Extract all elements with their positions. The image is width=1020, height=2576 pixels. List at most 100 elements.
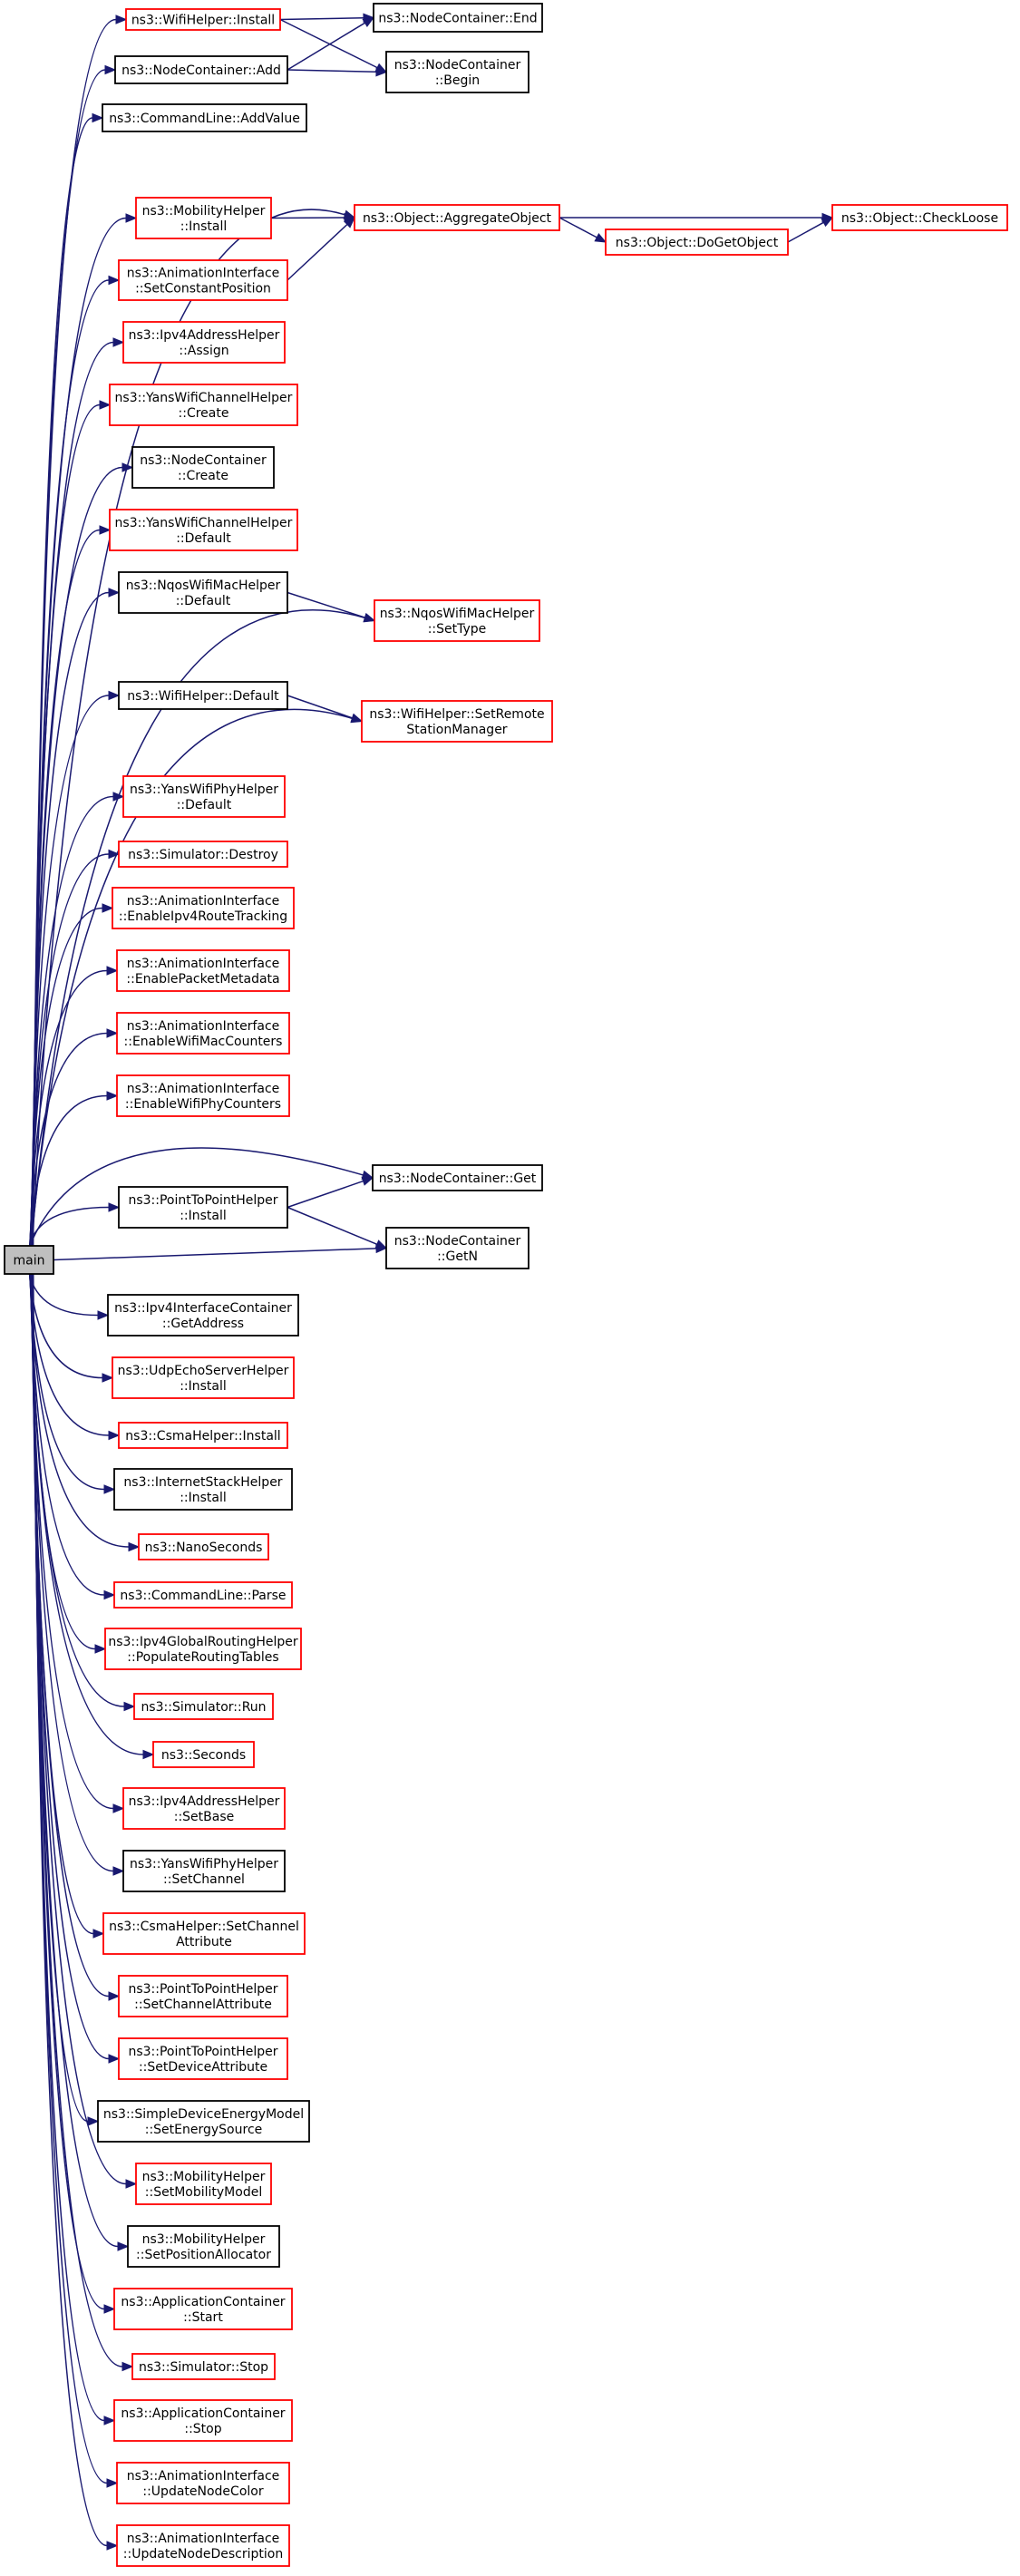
node-label-line: ::EnableWifiPhyCounters [125,1097,281,1112]
edge-main-to-nqos-settype [30,609,365,1248]
node-label-line: ns3::Ipv4AddressHelper [129,328,280,343]
edge-main-to-cl-addvalue [32,117,93,1248]
edge-main-to-mob-install-arrowhead [125,213,138,223]
node-nc-end[interactable]: ns3::NodeContainer::End [373,3,543,33]
node-box [122,775,286,818]
node-box [122,1850,286,1892]
edges-layer [28,13,834,2551]
node-app-start[interactable]: ns3::ApplicationContainer::Start [113,2288,293,2330]
node-yans-phy-default[interactable]: ns3::YansWifiPhyHelper::Default [122,775,286,818]
node-nqos-settype[interactable]: ns3::NqosWifiMacHelper::SetType [374,599,540,642]
node-label-line: ns3::CsmaHelper::SetChannel [109,1920,299,1934]
node-app-stop[interactable]: ns3::ApplicationContainer::Stop [113,2399,293,2442]
node-cl-addvalue[interactable]: ns3::CommandLine::AddValue [102,103,307,132]
node-nqos-default[interactable]: ns3::NqosWifiMacHelper::Default [118,571,288,614]
node-nanoseconds[interactable]: ns3::NanoSeconds [138,1533,269,1560]
node-label-line: ns3::ApplicationContainer [121,2295,285,2309]
node-dogetobject[interactable]: ns3::Object::DoGetObject [605,228,789,256]
node-udpecho-install[interactable]: ns3::UdpEchoServerHelper::Install [112,1356,295,1399]
node-label-line: ns3::NodeContainer::Get [379,1171,537,1186]
node-anim-packetmeta[interactable]: ns3::AnimationInterface::EnablePacketMet… [116,949,290,992]
node-nc-add[interactable]: ns3::NodeContainer::Add [114,55,288,84]
edge-main-to-wifi-install [32,18,117,1248]
node-box [97,2100,310,2143]
node-seconds[interactable]: ns3::Seconds [152,1741,255,1768]
node-label-line: Attribute [176,1935,232,1949]
node-nc-getn[interactable]: ns3::NodeContainer::GetN [385,1227,529,1269]
node-wifi-install[interactable]: ns3::WifiHelper::Install [125,8,281,31]
node-anim-updcolor[interactable]: ns3::AnimationInterface::UpdateNodeColor [116,2462,290,2504]
node-label-line: ns3::MobilityHelper [142,2232,266,2247]
edge-nc-add-to-nc-end [287,22,365,71]
node-box [374,599,540,642]
edge-dogetobject-to-checkloose [787,221,824,243]
node-label-line: ::SetPositionAllocator [136,2248,271,2262]
node-yans-phy-setch[interactable]: ns3::YansWifiPhyHelper::SetChannel [122,1850,286,1892]
node-anim-wifiphy[interactable]: ns3::AnimationInterface::EnableWifiPhyCo… [116,1074,290,1117]
node-label-line: ns3::CommandLine::AddValue [109,112,300,126]
node-mob-setpos[interactable]: ns3::MobilityHelper::SetPositionAllocato… [127,2225,280,2268]
node-ipv4-setbase[interactable]: ns3::Ipv4AddressHelper::SetBase [122,1787,286,1830]
node-label-line: ::Create [178,469,228,483]
edge-main-to-yans-ch-create-arrowhead [99,400,112,410]
node-energy-setsrc[interactable]: ns3::SimpleDeviceEnergyModel::SetEnergyS… [97,2100,310,2143]
node-label-line: ::PopulateRoutingTables [127,1650,278,1665]
node-sim-stop[interactable]: ns3::Simulator::Stop [131,2353,276,2380]
node-p2p-setchattr[interactable]: ns3::PointToPointHelper::SetChannelAttri… [118,1975,288,2017]
node-box [112,1356,295,1399]
node-aggregate[interactable]: ns3::Object::AggregateObject [354,204,560,231]
node-sim-run[interactable]: ns3::Simulator::Run [133,1693,274,1720]
node-anim-upddesc[interactable]: ns3::AnimationInterface::UpdateNodeDescr… [116,2524,290,2567]
node-anim-ipv4route[interactable]: ns3::AnimationInterface::EnableIpv4Route… [112,887,295,929]
node-box [114,55,288,84]
node-box [133,1693,274,1720]
node-label-line: ::Stop [184,2422,221,2436]
node-yans-ch-create[interactable]: ns3::YansWifiChannelHelper::Create [109,384,298,426]
edge-wifi-default-to-wifi-setremote [287,695,353,719]
node-box [116,949,290,992]
edge-aggregate-to-dogetobject-arrowhead [594,232,607,243]
node-ipv4if-getaddr[interactable]: ns3::Ipv4InterfaceContainer::GetAddress [107,1294,299,1337]
edge-main-to-anim-wifiphy-arrowhead [106,1091,119,1101]
node-label-line: ns3::CsmaHelper::Install [125,1429,280,1444]
node-box [109,509,298,551]
node-box [116,1074,290,1117]
node-box [113,1468,293,1511]
node-p2p-setdevattr[interactable]: ns3::PointToPointHelper::SetDeviceAttrib… [118,2037,288,2080]
node-box [118,259,288,301]
edge-main-to-wifi-default [30,695,110,1248]
node-main[interactable]: main [4,1245,54,1275]
edge-main-to-yans-phy-default-arrowhead [112,792,125,802]
node-box [113,2399,293,2442]
node-checkloose[interactable]: ns3::Object::CheckLoose [831,204,1008,231]
node-csma-setchattr[interactable]: ns3::CsmaHelper::SetChannelAttribute [102,1912,306,1955]
node-p2p-install[interactable]: ns3::PointToPointHelper::Install [118,1186,288,1229]
node-label-line: ns3::NodeContainer::End [378,12,537,26]
node-nc-create[interactable]: ns3::NodeContainer::Create [131,446,275,489]
node-sim-destroy[interactable]: ns3::Simulator::Destroy [118,841,288,868]
node-label-line: ns3::NodeContainer [394,58,521,73]
node-csma-install[interactable]: ns3::CsmaHelper::Install [118,1422,288,1449]
edge-main-to-sim-destroy-arrowhead [108,849,121,860]
node-mob-setmodel[interactable]: ns3::MobilityHelper::SetMobilityModel [135,2163,272,2205]
node-anim-setconst[interactable]: ns3::AnimationInterface::SetConstantPosi… [118,259,288,301]
edge-main-to-app-stop [32,1272,105,2422]
node-label-line: ::Assign [179,344,228,358]
node-wifi-default[interactable]: ns3::WifiHelper::Default [118,681,288,710]
edge-main-to-app-stop-arrowhead [103,2416,116,2425]
node-ipv4-assign[interactable]: ns3::Ipv4AddressHelper::Assign [122,321,286,364]
node-box [4,1245,54,1275]
node-inet-install[interactable]: ns3::InternetStackHelper::Install [113,1468,293,1511]
node-mob-install[interactable]: ns3::MobilityHelper::Install [135,197,272,239]
node-cl-parse[interactable]: ns3::CommandLine::Parse [113,1581,293,1609]
edge-main-to-cl-addvalue-arrowhead [92,112,104,123]
node-nc-begin[interactable]: ns3::NodeContainer::Begin [385,51,529,93]
node-anim-wifimac[interactable]: ns3::AnimationInterface::EnableWifiMacCo… [116,1012,290,1055]
edge-main-to-energy-setsrc-arrowhead [87,2116,100,2126]
node-yans-ch-default[interactable]: ns3::YansWifiChannelHelper::Default [109,509,298,551]
edge-main-to-yans-ch-create [31,403,101,1248]
node-label-line: ns3::WifiHelper::Default [127,689,279,704]
node-nc-get[interactable]: ns3::NodeContainer::Get [372,1164,543,1191]
node-ipv4glob[interactable]: ns3::Ipv4GlobalRoutingHelper::PopulateRo… [104,1628,302,1670]
